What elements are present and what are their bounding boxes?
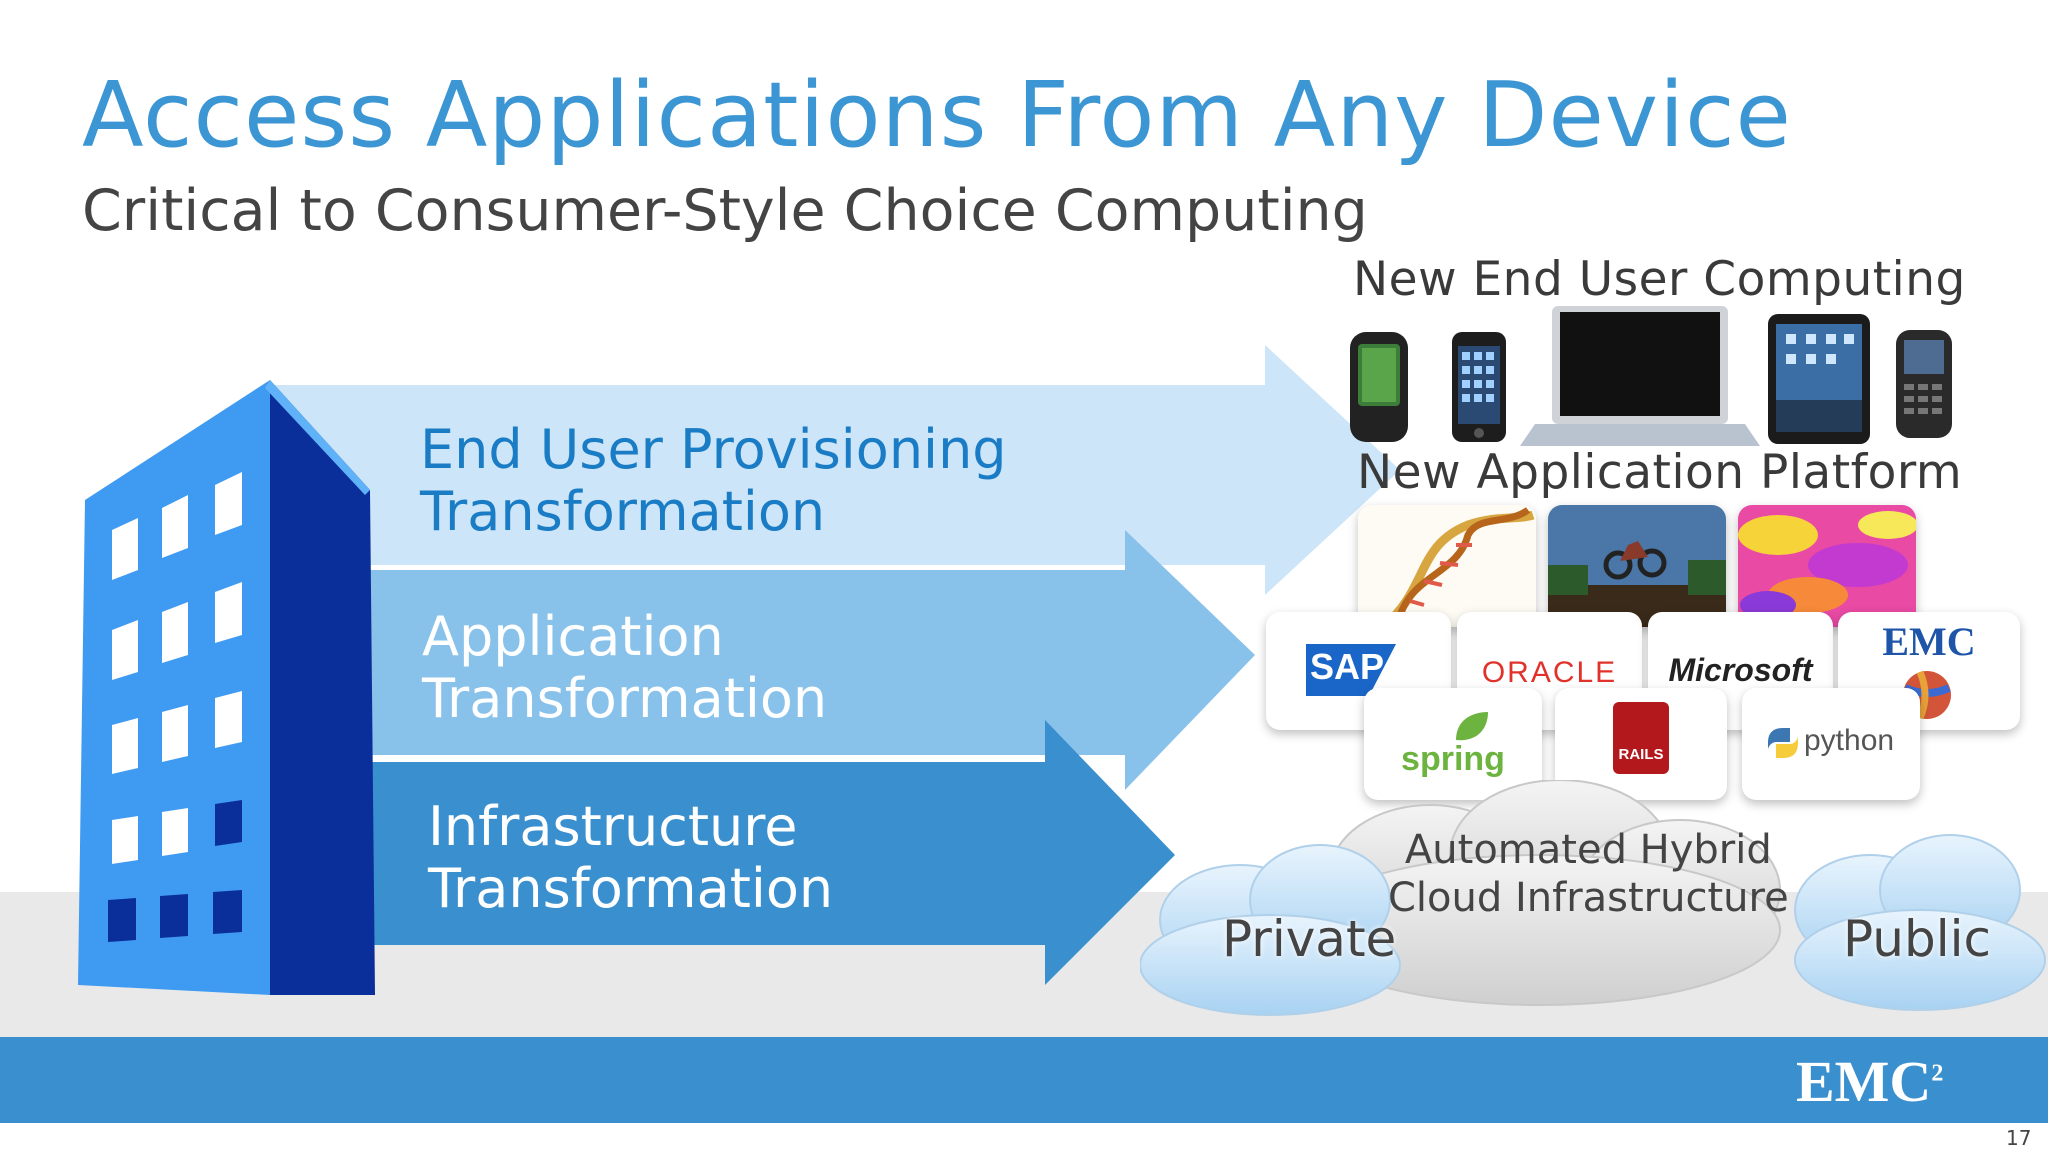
public-cloud-icon [1794, 834, 2046, 1011]
public-cloud-label: Public [1843, 910, 1991, 968]
arrow-infrastructure-label: Infrastructure Transformation [428, 796, 833, 920]
dna-icon [1358, 505, 1536, 627]
rails-logo-icon [1613, 702, 1669, 774]
heatmap-image-tile [1738, 505, 1916, 627]
spring-logo-tile: spring [1364, 688, 1542, 800]
office-building-icon [78, 380, 375, 995]
spring-leaf-icon [1456, 712, 1488, 741]
page-number: 17 [2006, 1126, 2032, 1150]
arrow-application-line2: Transformation [422, 667, 828, 730]
laptop-icon [1520, 306, 1760, 446]
hybrid-cloud-line2: Cloud Infrastructure [1388, 875, 1789, 921]
clouds-graphic [1140, 780, 2046, 1016]
blackberry-icon [1896, 330, 1952, 438]
arrow-infrastructure [265, 720, 1175, 985]
iphone-icon [1452, 332, 1506, 442]
arrow-infrastructure-line2: Transformation [428, 857, 834, 920]
arrow-end-user-label: End User Provisioning Transformation [420, 419, 1007, 543]
dna-image-tile [1358, 505, 1536, 627]
page-subtitle: Critical to Consumer-Style Choice Comput… [82, 178, 1368, 244]
page-title: Access Applications From Any Device [82, 63, 1792, 168]
end-user-computing-label: New End User Computing [1353, 252, 1966, 307]
emc-footer-logo-sup: 2 [1931, 1060, 1944, 1087]
arrow-end-user-line2: Transformation [420, 480, 826, 543]
private-cloud-icon [1140, 844, 1401, 1016]
sap-logo-tile: SAP [1266, 612, 1451, 730]
hybrid-cloud-line1: Automated Hybrid [1404, 827, 1772, 873]
oracle-logo-text: ORACLE [1481, 656, 1618, 689]
emc-footer-logo-text: EMC [1796, 1049, 1932, 1114]
emc-tile-logo-text: EMC [1882, 619, 1976, 664]
arrow-end-user [265, 345, 1400, 595]
footer-bar [0, 1037, 2048, 1123]
game-image-tile [1548, 505, 1726, 627]
arrow-end-user-line1: End User Provisioning [420, 418, 1007, 481]
hybrid-cloud-label: Automated Hybrid Cloud Infrastructure [1388, 826, 1789, 922]
python-logo-tile: python [1742, 688, 1920, 800]
rails-logo-text: RAILS [1618, 746, 1664, 763]
arrow-infrastructure-line1: Infrastructure [428, 795, 798, 858]
emc-footer-logo: EMC2 [1796, 1048, 1943, 1115]
tablet-icon [1768, 314, 1870, 444]
private-cloud-label: Private [1222, 910, 1397, 968]
app-platform-label: New Application Platform [1357, 445, 1963, 500]
arrow-application-line1: Application [422, 605, 724, 668]
motorbike-game-icon [1548, 505, 1726, 627]
palm-phone-icon [1350, 332, 1408, 442]
microsoft-logo-text: Microsoft [1668, 652, 1813, 688]
heatmap-icon [1738, 505, 1916, 627]
devices-row [1350, 306, 1952, 446]
sap-logo-text: SAP [1310, 646, 1385, 687]
arrow-application-label: Application Transformation [422, 606, 827, 730]
python-logo-icon [1768, 728, 1798, 758]
spring-logo-text: spring [1401, 740, 1505, 778]
python-logo-text: python [1804, 724, 1895, 757]
arrow-application [265, 530, 1255, 790]
